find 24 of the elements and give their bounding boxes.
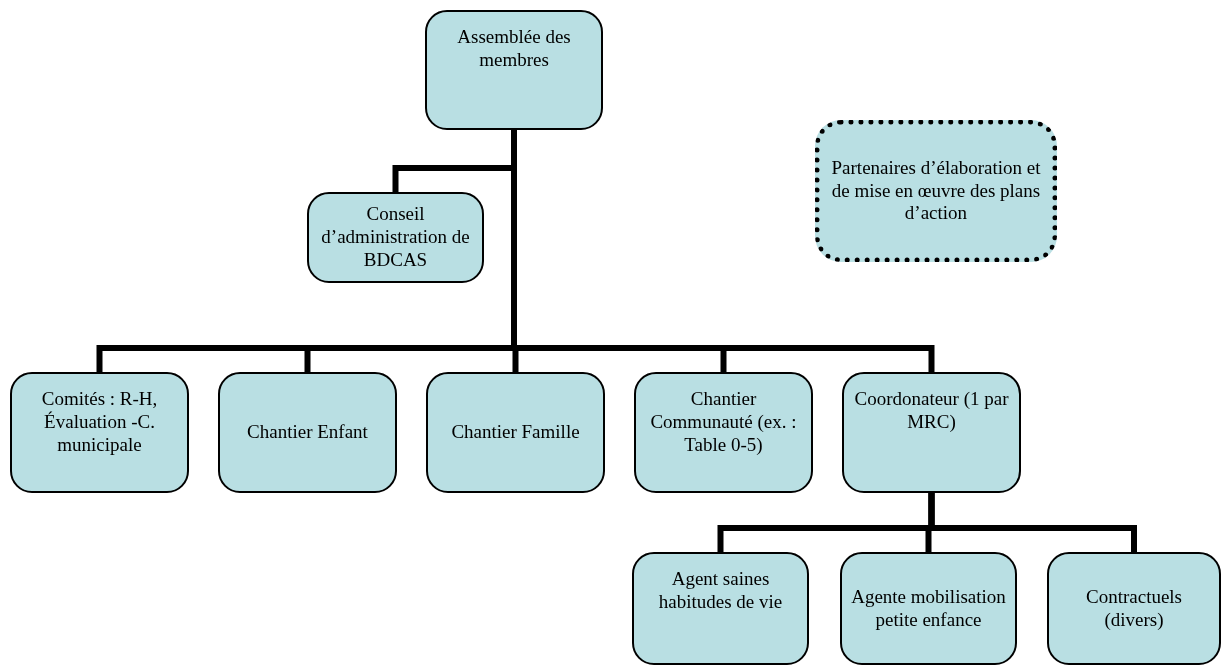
box-label: Conseil d’administration de BDCAS xyxy=(320,203,471,272)
box-label: Comités : R-H, Évaluation -C. municipale xyxy=(40,388,159,457)
box-label: Agent saines habitudes de vie xyxy=(657,568,784,614)
box-label: Assemblée des membres xyxy=(456,26,572,72)
box-label: Contractuels (divers) xyxy=(1085,585,1183,632)
org-box xyxy=(842,372,1021,493)
org-box xyxy=(840,552,1017,665)
partner-box xyxy=(815,120,1057,262)
box-label: Coordonateur (1 par MRC) xyxy=(853,388,1010,434)
connector-line xyxy=(511,130,935,372)
box-label: Partenaires d’élaboration et de mise en œuvre des plans d’action xyxy=(830,156,1042,226)
org-box xyxy=(425,10,603,130)
box-label: Chantier Enfant xyxy=(247,421,368,444)
connector-line xyxy=(928,493,1137,552)
org-box xyxy=(1047,552,1221,665)
box-label: Chantier Communauté (ex. : Table 0-5) xyxy=(649,388,798,457)
org-box xyxy=(632,552,809,665)
org-box xyxy=(218,372,397,493)
box-label: Chantier Famille xyxy=(451,421,580,444)
org-box xyxy=(426,372,605,493)
box-label: Agente mobilisation petite enfance xyxy=(850,585,1007,632)
org-box xyxy=(10,372,189,493)
org-box xyxy=(634,372,813,493)
org-box xyxy=(307,192,484,283)
